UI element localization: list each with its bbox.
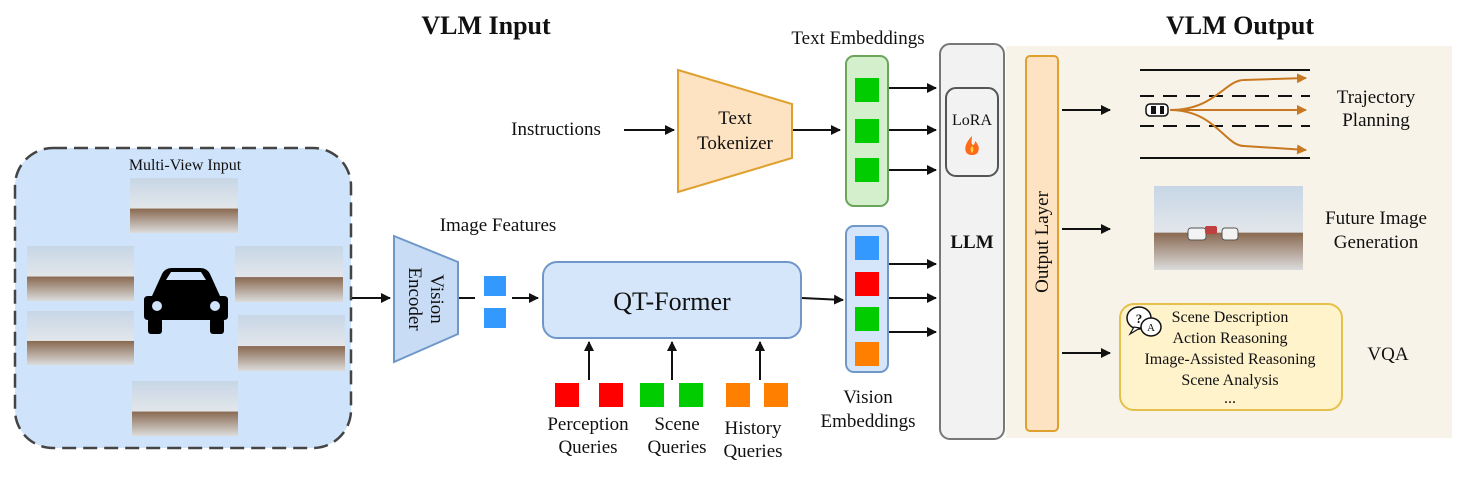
vqa-item: Scene Analysis bbox=[1181, 372, 1278, 389]
instructions-label: Instructions bbox=[511, 119, 601, 140]
vqa-item: Scene Description bbox=[1172, 309, 1289, 326]
perception-queries-label-2: Queries bbox=[558, 437, 617, 458]
multi-view-label: Multi-View Input bbox=[129, 157, 242, 174]
text-embeddings-label: Text Embeddings bbox=[791, 28, 924, 49]
fire-icon bbox=[965, 136, 979, 155]
svg-text:Encoder: Encoder bbox=[404, 267, 425, 331]
trajectory-road-diagram bbox=[1140, 69, 1310, 159]
qa-bubble-icon: ? A bbox=[1126, 306, 1162, 337]
scene-query-token bbox=[640, 383, 664, 407]
camera-view-back-left bbox=[27, 311, 134, 365]
image-features-label: Image Features bbox=[440, 215, 557, 236]
vqa-item: ... bbox=[1224, 390, 1236, 407]
output-layer: Output Layer bbox=[1025, 55, 1059, 432]
camera-view-front-left bbox=[27, 246, 134, 301]
perception-query-token bbox=[599, 383, 623, 407]
camera-view-back bbox=[132, 381, 238, 436]
svg-text:A: A bbox=[1147, 322, 1155, 334]
vlm-output-title: VLM Output bbox=[1166, 11, 1314, 40]
history-queries-label: History bbox=[725, 418, 783, 439]
svg-text:?: ? bbox=[1136, 311, 1143, 326]
history-queries-label-2: Queries bbox=[723, 441, 782, 462]
trajectory-planning-label: Trajectory bbox=[1337, 87, 1416, 108]
svg-text:Tokenizer: Tokenizer bbox=[697, 133, 773, 154]
vqa-label: VQA bbox=[1367, 344, 1408, 365]
vision-embeddings-label-2: Embeddings bbox=[821, 411, 916, 432]
scene-queries-label-2: Queries bbox=[647, 437, 706, 458]
svg-text:Output Layer: Output Layer bbox=[1032, 190, 1053, 293]
vqa-item: Action Reasoning bbox=[1172, 330, 1287, 347]
llm-label: LLM bbox=[950, 232, 993, 253]
lora-adapter bbox=[945, 87, 999, 177]
svg-text:Vision: Vision bbox=[426, 274, 447, 324]
scene-queries-label: Scene bbox=[654, 414, 699, 435]
multi-view-input: Multi-View Input bbox=[13, 146, 353, 450]
text-tokenizer: Text Tokenizer bbox=[677, 68, 793, 194]
ego-car-icon bbox=[1145, 103, 1169, 117]
perception-queries-label: Perception bbox=[547, 414, 629, 435]
history-query-token bbox=[726, 383, 750, 407]
llm-block: LoRA LLM bbox=[939, 43, 1005, 440]
text-embeddings bbox=[845, 55, 889, 207]
qt-former: QT-Former bbox=[542, 261, 802, 339]
camera-view-front-right bbox=[235, 246, 343, 302]
trajectory-planning-label-2: Planning bbox=[1342, 110, 1410, 131]
svg-text:LoRA: LoRA bbox=[952, 112, 992, 129]
camera-view-front bbox=[130, 178, 238, 233]
vision-encoder: Vision Encoder bbox=[393, 234, 459, 364]
perception-query-token bbox=[555, 383, 579, 407]
car-icon bbox=[144, 268, 228, 334]
scene-query-token bbox=[679, 383, 703, 407]
future-image-label: Future Image bbox=[1325, 208, 1427, 229]
future-image-cars bbox=[1187, 226, 1239, 241]
image-feature-token bbox=[484, 276, 506, 296]
vlm-input-title: VLM Input bbox=[421, 11, 551, 40]
camera-view-back-right bbox=[238, 315, 345, 371]
vision-embeddings-label: Vision bbox=[843, 387, 893, 408]
vqa-box: ? A Scene Description Action Reasoning I… bbox=[1119, 303, 1343, 411]
future-image-label-2: Generation bbox=[1334, 232, 1419, 253]
svg-text:Text: Text bbox=[718, 108, 752, 129]
vqa-item: Image-Assisted Reasoning bbox=[1144, 351, 1315, 368]
image-feature-token bbox=[484, 308, 506, 328]
svg-text:QT-Former: QT-Former bbox=[613, 287, 731, 316]
vision-embeddings bbox=[845, 225, 889, 373]
history-query-token bbox=[764, 383, 788, 407]
